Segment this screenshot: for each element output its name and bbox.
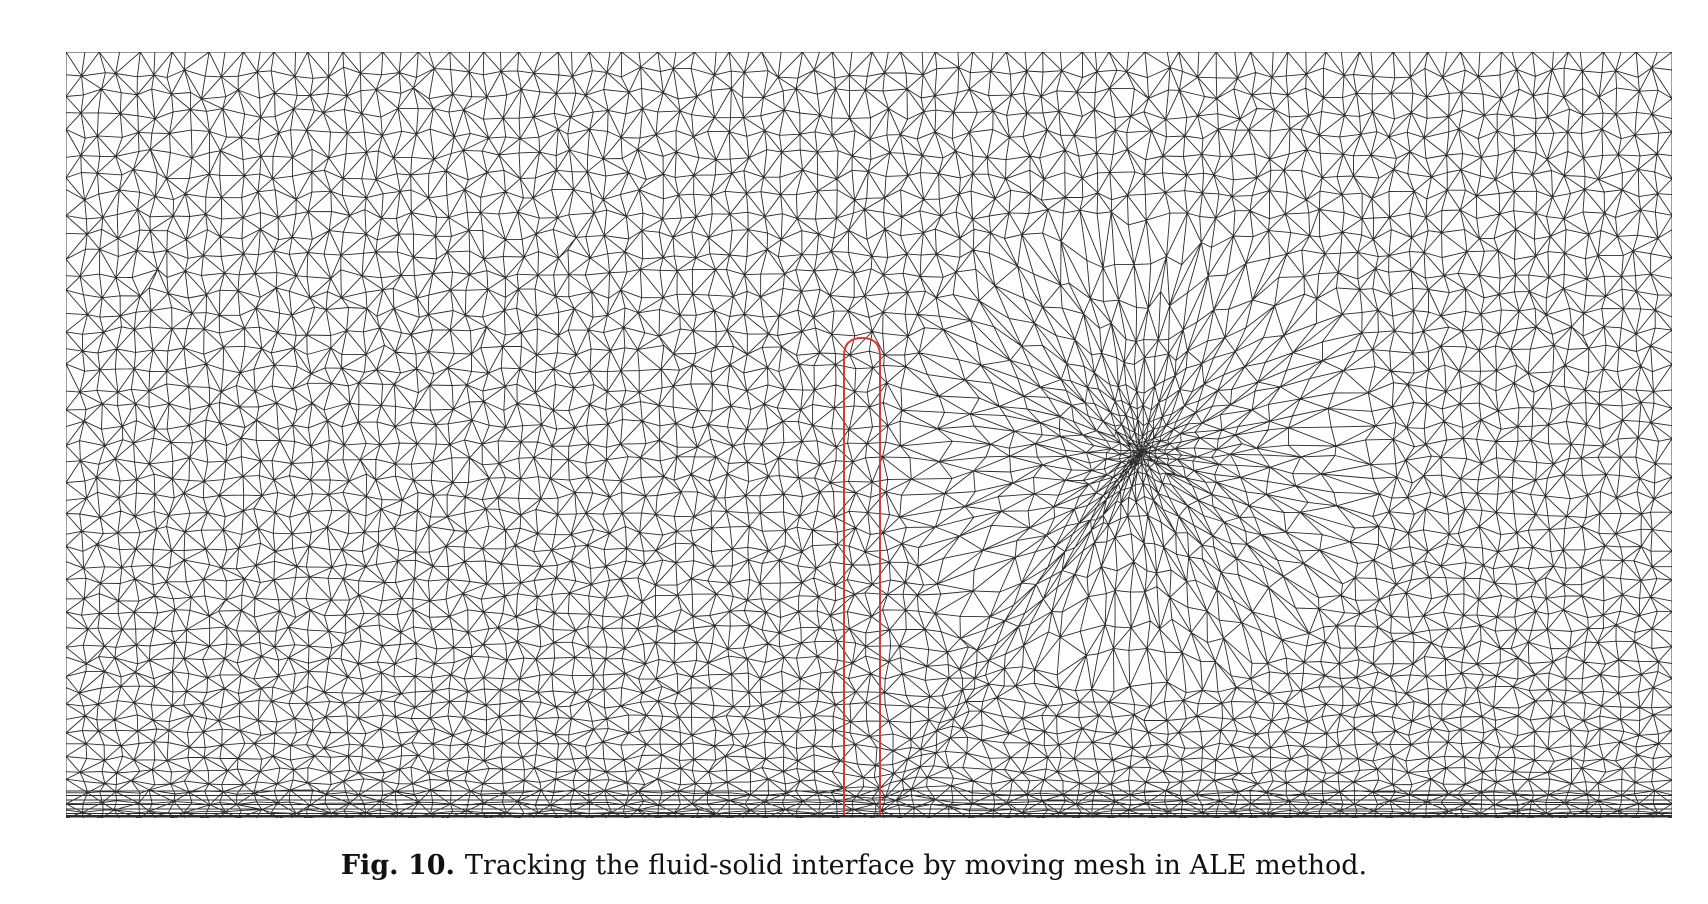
caption-text: Tracking the fluid-solid interface by mo… (464, 850, 1368, 881)
figure-caption: Fig. 10. Tracking the fluid-solid interfa… (0, 850, 1708, 881)
mesh-background (66, 52, 1672, 818)
ale-mesh-plot (66, 52, 1672, 818)
mesh-figure (66, 52, 1672, 818)
undeformed-interface-outline (843, 336, 881, 816)
caption-label: Fig. 10. (340, 850, 455, 881)
triangular-mesh-edges (66, 52, 1672, 818)
mesh-lines (66, 52, 1672, 818)
